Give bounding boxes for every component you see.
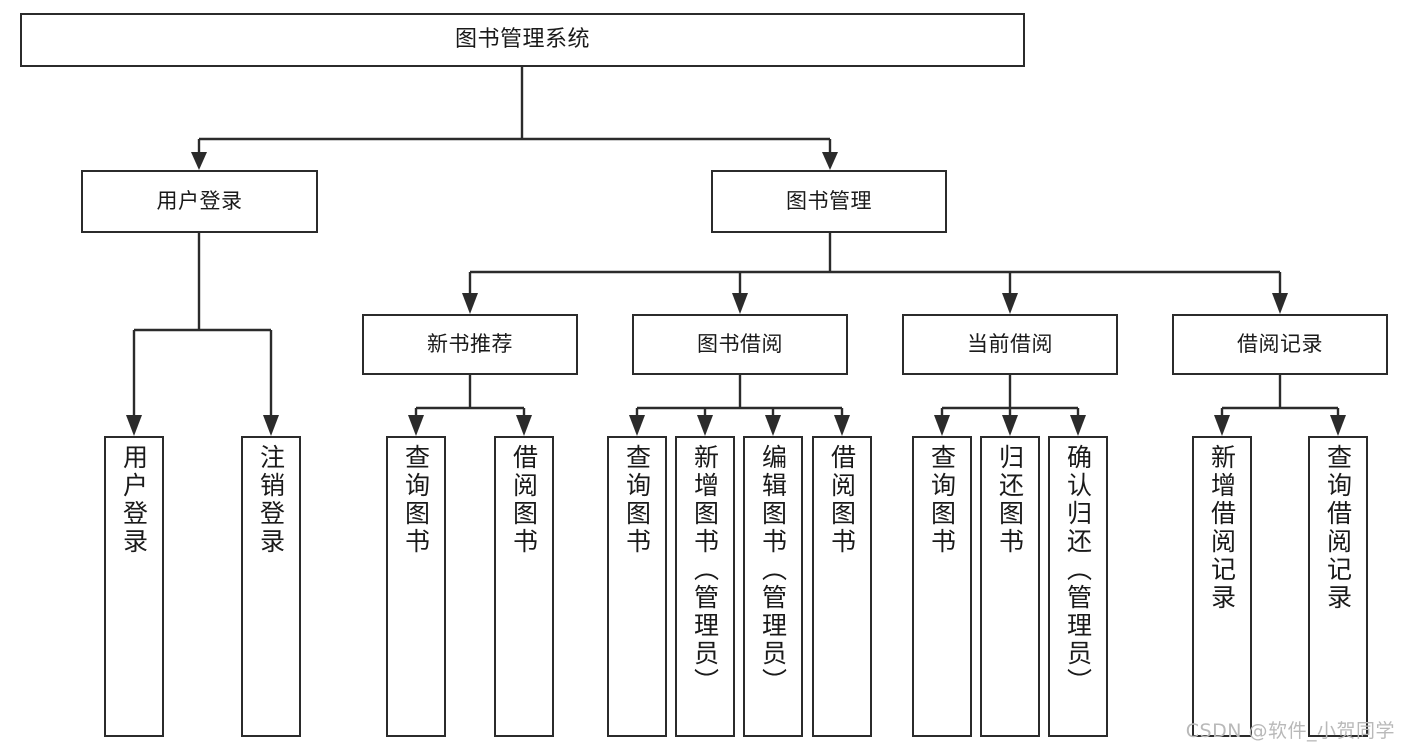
leaf-query-record-label: 查询借阅记录 <box>1323 444 1353 612</box>
leaf-query-book-3-label: 查询图书 <box>927 444 957 556</box>
leaf-query-book-1[interactable]: 查询图书 <box>386 436 446 737</box>
node-current-borrow[interactable]: 当前借阅 <box>902 314 1118 375</box>
node-new-book-recommend-label: 新书推荐 <box>427 332 513 357</box>
leaf-logout[interactable]: 注销登录 <box>241 436 301 737</box>
leaf-add-record-label: 新增借阅记录 <box>1207 444 1237 612</box>
leaf-query-book-3[interactable]: 查询图书 <box>912 436 972 737</box>
node-user-login-label: 用户登录 <box>156 189 243 214</box>
node-new-book-recommend[interactable]: 新书推荐 <box>362 314 578 375</box>
leaf-borrow-book-1-label: 借阅图书 <box>509 444 539 556</box>
node-root[interactable]: 图书管理系统 <box>20 13 1025 67</box>
leaf-user-login[interactable]: 用户登录 <box>104 436 164 737</box>
node-book-borrow-label: 图书借阅 <box>697 332 783 357</box>
node-borrow-record-label: 借阅记录 <box>1237 332 1323 357</box>
leaf-logout-label: 注销登录 <box>256 444 286 556</box>
leaf-add-book-label: 新增图书（管理员） <box>690 444 720 696</box>
leaf-query-book-2[interactable]: 查询图书 <box>607 436 667 737</box>
node-book-borrow[interactable]: 图书借阅 <box>632 314 848 375</box>
node-root-label: 图书管理系统 <box>454 27 590 53</box>
node-current-borrow-label: 当前借阅 <box>967 332 1053 357</box>
leaf-add-record[interactable]: 新增借阅记录 <box>1192 436 1252 737</box>
csdn-watermark: CSDN @软件_小贺同学 <box>1185 720 1395 742</box>
leaf-confirm-return-label: 确认归还（管理员） <box>1063 444 1093 696</box>
leaf-return-book[interactable]: 归还图书 <box>980 436 1040 737</box>
leaf-query-record[interactable]: 查询借阅记录 <box>1308 436 1368 737</box>
leaf-edit-book[interactable]: 编辑图书（管理员） <box>743 436 803 737</box>
node-book-manage-label: 图书管理 <box>786 189 872 214</box>
leaf-borrow-book-1[interactable]: 借阅图书 <box>494 436 554 737</box>
leaf-query-book-1-label: 查询图书 <box>401 444 431 556</box>
leaf-query-book-2-label: 查询图书 <box>622 444 652 556</box>
leaf-borrow-book-2-label: 借阅图书 <box>827 444 857 556</box>
leaf-user-login-label: 用户登录 <box>119 444 149 556</box>
leaf-add-book[interactable]: 新增图书（管理员） <box>675 436 735 737</box>
node-user-login[interactable]: 用户登录 <box>81 170 318 233</box>
node-borrow-record[interactable]: 借阅记录 <box>1172 314 1388 375</box>
leaf-confirm-return[interactable]: 确认归还（管理员） <box>1048 436 1108 737</box>
leaf-edit-book-label: 编辑图书（管理员） <box>758 444 788 696</box>
node-book-manage[interactable]: 图书管理 <box>711 170 947 233</box>
leaf-return-book-label: 归还图书 <box>995 444 1025 556</box>
leaf-borrow-book-2[interactable]: 借阅图书 <box>812 436 872 737</box>
